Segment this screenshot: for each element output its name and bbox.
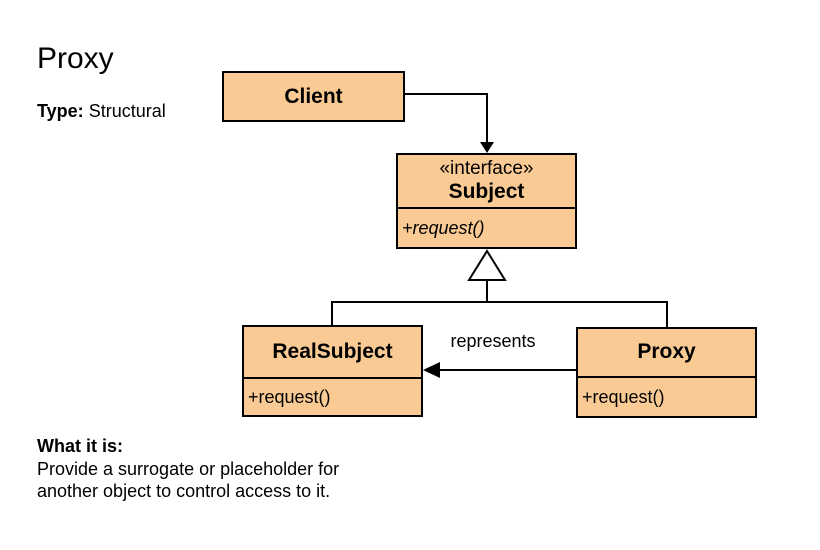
subject-header: «interface» Subject xyxy=(398,155,575,209)
subject-class-name: Subject xyxy=(448,179,525,203)
client-to-subject-connector xyxy=(405,93,488,145)
subject-method: +request() xyxy=(402,217,485,238)
page-title: Proxy xyxy=(37,42,114,75)
description-line-1: Provide a surrogate or placeholder for xyxy=(37,459,340,479)
proxy-class-name: Proxy xyxy=(637,340,696,364)
realsubject-class-name: RealSubject xyxy=(272,339,393,363)
represents-arrowhead-icon xyxy=(423,362,440,378)
pattern-type: Type: Structural xyxy=(37,101,166,123)
realsubject-header: RealSubject xyxy=(244,327,421,379)
subject-stereotype: «interface» xyxy=(439,158,534,179)
description-line-2: another object to control access to it. xyxy=(37,481,331,501)
uml-class-realsubject: RealSubject +request() xyxy=(242,325,423,417)
client-class-name: Client xyxy=(284,84,343,108)
what-it-is-heading: What it is: xyxy=(37,436,123,456)
pattern-description: Provide a surrogate or placeholder for a… xyxy=(37,458,339,502)
uml-class-subject: «interface» Subject +request() xyxy=(396,153,577,249)
represents-label: represents xyxy=(450,331,536,351)
proxy-method: +request() xyxy=(582,386,665,407)
pattern-type-value: Structural xyxy=(88,101,166,121)
pattern-type-label: Type: xyxy=(37,101,84,121)
realsubject-method: +request() xyxy=(248,386,331,407)
uml-class-client: Client xyxy=(222,71,405,122)
uml-class-proxy: Proxy +request() xyxy=(576,327,757,418)
inheritance-branch-connector xyxy=(331,301,668,327)
association-arrowhead-icon xyxy=(480,142,494,153)
generalization-triangle-icon xyxy=(467,249,507,281)
proxy-header: Proxy xyxy=(578,329,755,378)
